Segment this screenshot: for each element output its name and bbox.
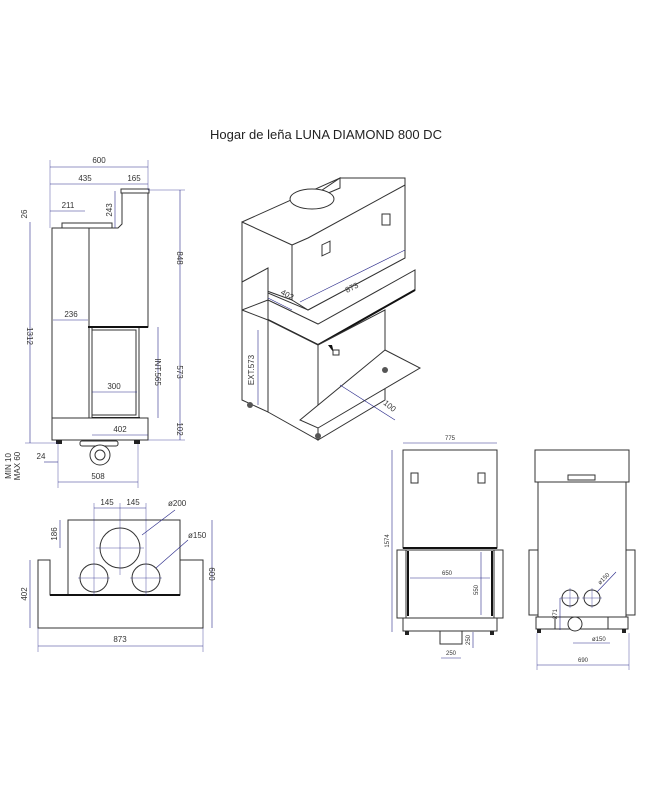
side-view-labels: 600 435 165 211 243 26 848 1312 236 573 … xyxy=(4,156,184,481)
dim-depth: 600 xyxy=(207,567,216,581)
dim-side-depth: 402 xyxy=(20,587,29,601)
dim-width-hood: 165 xyxy=(127,174,141,183)
isometric-view xyxy=(241,177,422,441)
dim-depth-inner: 236 xyxy=(64,310,78,319)
back-dim-leg-span: 690 xyxy=(578,658,589,664)
dim-door-height-int: INT.565 xyxy=(153,358,162,386)
top-view-dimensions xyxy=(29,503,213,652)
top-view-labels: 145 145 ø200 ø150 186 600 402 873 xyxy=(20,498,216,644)
side-view-dimensions xyxy=(25,160,185,488)
dim-firebox-depth: 300 xyxy=(107,382,121,391)
front-dim-inlet-width: 250 xyxy=(446,651,457,657)
front-view xyxy=(396,449,504,645)
top-view xyxy=(37,519,204,629)
front-dim-glass-height: 550 xyxy=(474,584,480,595)
dim-base-height: 102 xyxy=(175,422,184,436)
dim-air-diameter: ø150 xyxy=(188,531,207,540)
dim-offset-right: 145 xyxy=(126,498,140,507)
dim-width: 873 xyxy=(113,635,127,644)
dim-leg-max: MAX 60 xyxy=(13,451,22,480)
side-view xyxy=(51,188,150,466)
drawing-title: Hogar de leña LUNA DIAMOND 800 DC xyxy=(210,127,442,142)
dim-total-height: 1312 xyxy=(25,327,34,345)
back-dim-air-diameter-lower: ø150 xyxy=(592,637,606,643)
dim-flue-depth: 186 xyxy=(50,527,59,541)
dim-leg-offset: 24 xyxy=(37,452,46,461)
dim-flue-diameter: ø200 xyxy=(168,499,187,508)
dim-hood-height: 243 xyxy=(105,203,114,217)
front-view-dimensions: 775 1574 650 550 250 250 xyxy=(385,436,497,659)
dim-top-offset: 211 xyxy=(62,201,75,210)
dim-leg-span: 508 xyxy=(91,472,105,481)
front-dim-height: 1574 xyxy=(385,534,391,548)
dim-door-height-ext: 573 xyxy=(175,365,184,379)
dim-width-total: 600 xyxy=(92,156,106,165)
dim-base-depth: 402 xyxy=(113,425,127,434)
dim-width-front: 435 xyxy=(78,174,92,183)
dim-leg-min: MIN 10 xyxy=(4,453,13,479)
front-dim-width: 775 xyxy=(445,436,456,442)
front-dim-inlet-height: 250 xyxy=(466,634,472,645)
front-dim-glass-width: 650 xyxy=(442,571,453,577)
dim-offset-left: 145 xyxy=(100,498,114,507)
back-dim-air-height: 271 xyxy=(553,608,559,619)
dim-hood-total: 848 xyxy=(175,251,184,265)
iso-dim-ext-height: EXT.573 xyxy=(247,354,256,385)
back-view xyxy=(528,449,636,633)
dim-top-step: 26 xyxy=(20,209,29,218)
